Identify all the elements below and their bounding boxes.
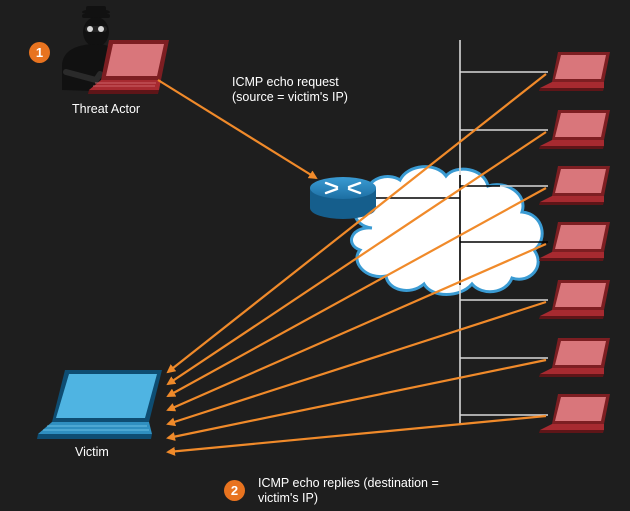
step-1-badge: 1 <box>29 42 50 63</box>
echo-reply-arrow <box>166 73 547 374</box>
victim-label: Victim <box>75 445 109 459</box>
laptop-icon <box>37 370 162 439</box>
echo-replies-line-2: victim's IP) <box>258 491 319 505</box>
echo-reply-arrow <box>166 187 547 397</box>
laptop-icon <box>539 222 610 261</box>
echo-reply-arrow <box>166 414 547 456</box>
echo-reply-arrow <box>166 242 547 412</box>
echo-replies-label: ICMP echo replies (destination = victim'… <box>258 476 439 506</box>
router-icon <box>310 177 376 219</box>
echo-reply-arrow <box>166 300 547 427</box>
laptop-icon <box>539 110 610 149</box>
echo-reply-arrow <box>166 358 547 441</box>
laptop-icon <box>88 40 169 94</box>
echo-request-label: ICMP echo request (source = victim's IP) <box>232 75 348 105</box>
laptop-icon <box>539 280 610 319</box>
laptop-icon <box>539 52 610 91</box>
echo-reply-arrow <box>166 131 547 386</box>
echo-request-line-1: ICMP echo request <box>232 75 339 89</box>
echo-replies-line-1: ICMP echo replies (destination = <box>258 476 439 490</box>
laptop-icon <box>539 338 610 377</box>
echo-request-line-2: (source = victim's IP) <box>232 90 348 104</box>
attack-arrows <box>157 73 547 456</box>
reflector-hosts <box>539 52 610 433</box>
step-2-badge: 2 <box>224 480 245 501</box>
threat-actor-label: Threat Actor <box>72 102 141 116</box>
echo-request-arrow <box>157 79 318 180</box>
laptop-icon <box>539 166 610 205</box>
laptop-icon <box>539 394 610 433</box>
